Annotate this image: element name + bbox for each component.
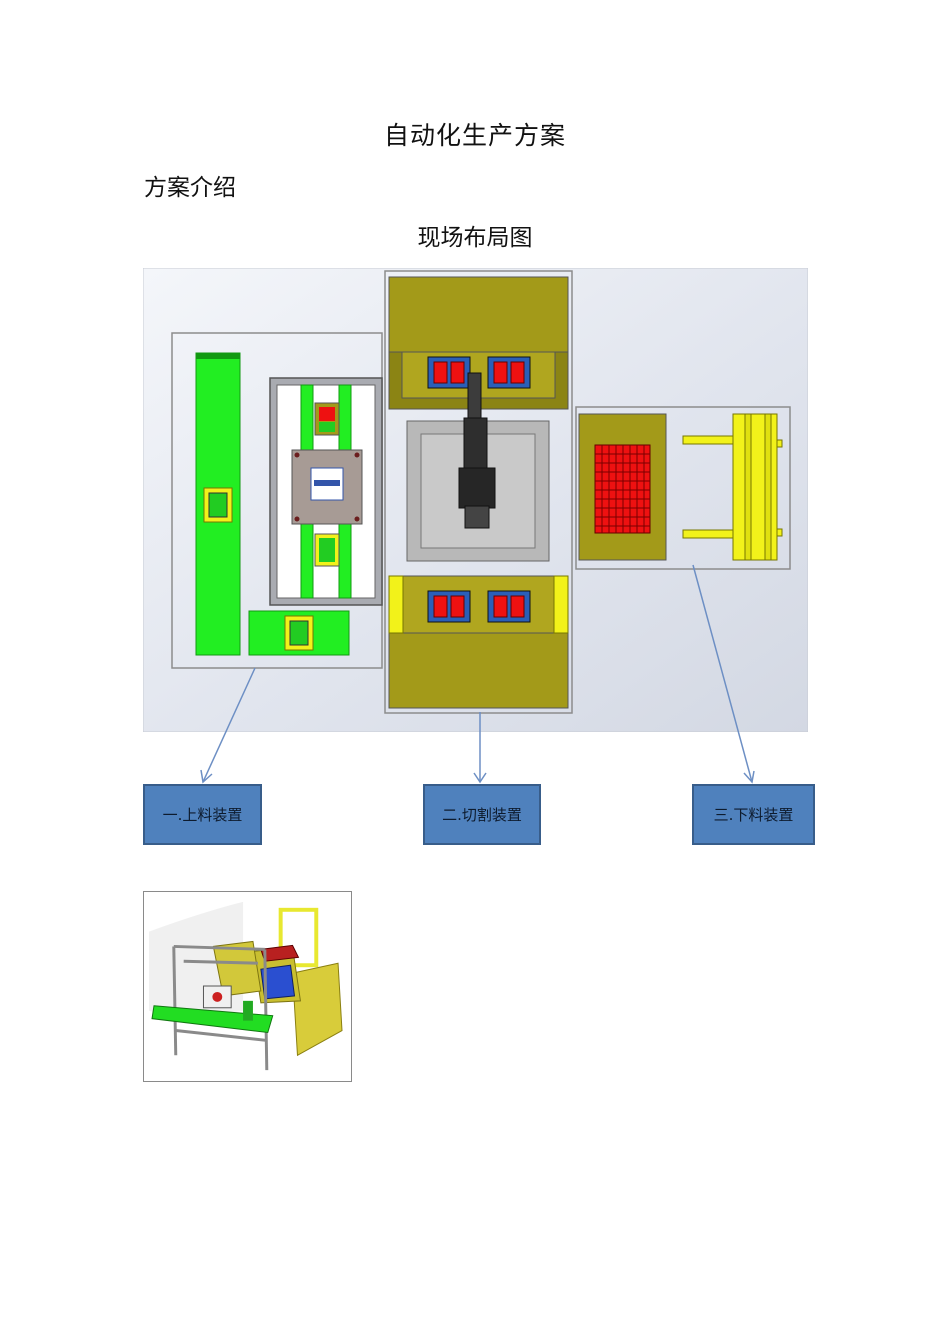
- feed-station: [171, 332, 383, 669]
- figure-caption: 现场布局图: [417, 225, 533, 251]
- site-layout-diagram: [143, 268, 808, 732]
- section-heading: 方案介绍: [144, 175, 236, 201]
- document-title: 自动化生产方案: [383, 121, 566, 150]
- equipment-3d-render: [143, 891, 352, 1082]
- feed-device-callout: 一.上料装置: [143, 784, 262, 845]
- unloading-station: [575, 406, 791, 570]
- cutting-device-callout: 二.切割装置: [423, 784, 541, 845]
- unloading-device-callout: 三.下料装置: [692, 784, 815, 845]
- cutting-station: [384, 270, 573, 714]
